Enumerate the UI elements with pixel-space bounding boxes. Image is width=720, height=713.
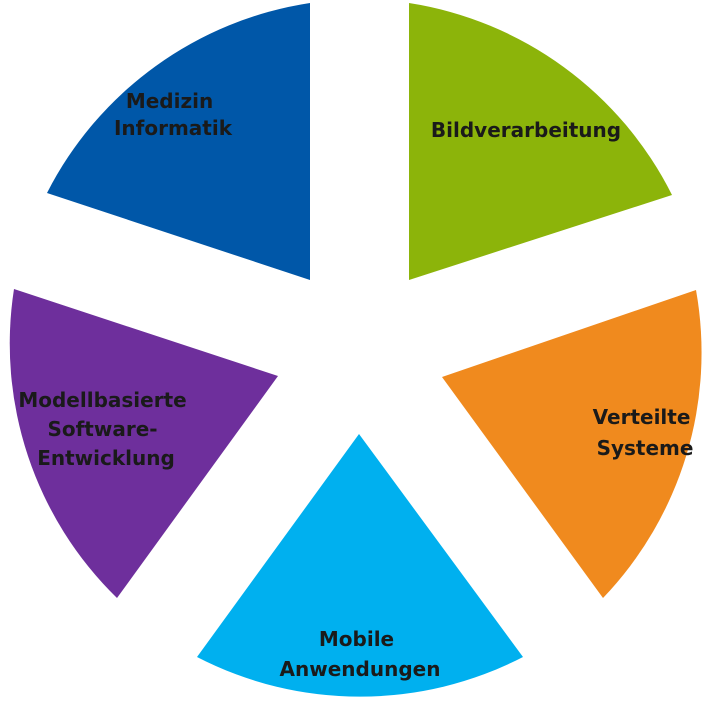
- segment-verteilte-systeme: Verteilte Systeme: [442, 290, 702, 598]
- segment-medizin-informatik-label: Medizin Informatik: [114, 89, 233, 140]
- segment-mobile-anwendungen-label-line-1: Mobile: [319, 627, 394, 651]
- segment-mobile-anwendungen: Mobile Anwendungen: [197, 434, 523, 697]
- segment-medizin-informatik-shape: [47, 3, 310, 280]
- segment-medizin-informatik: Medizin Informatik: [47, 3, 310, 280]
- segment-modellbasierte-software-entwicklung: Modellbasierte Software- Entwicklung: [9, 289, 279, 598]
- segment-modellbasierte-software-entwicklung-label-line-3: Entwicklung: [37, 446, 175, 470]
- segment-verteilte-systeme-shape: [442, 290, 702, 598]
- segment-bildverarbeitung-shape: [409, 3, 672, 280]
- segment-verteilte-systeme-label-line-1: Verteilte: [593, 405, 691, 429]
- segment-modellbasierte-software-entwicklung-label-line-2: Software-: [47, 417, 157, 441]
- segment-mobile-anwendungen-label-line-2: Anwendungen: [280, 657, 441, 681]
- segment-medizin-informatik-label-line-2: Informatik: [114, 116, 233, 140]
- segment-mobile-anwendungen-label: Mobile Anwendungen: [280, 627, 441, 681]
- segment-mobile-anwendungen-shape: [197, 434, 523, 697]
- segment-modellbasierte-software-entwicklung-shape: [9, 289, 279, 598]
- segment-modellbasierte-software-entwicklung-label: Modellbasierte Software- Entwicklung: [18, 388, 193, 470]
- segment-bildverarbeitung: Bildverarbeitung: [409, 3, 672, 280]
- segment-verteilte-systeme-label-line-2: Systeme: [597, 436, 694, 460]
- segment-bildverarbeitung-label: Bildverarbeitung: [431, 118, 621, 142]
- segment-medizin-informatik-label-line-1: Medizin: [126, 89, 213, 113]
- segment-verteilte-systeme-label: Verteilte Systeme: [593, 405, 698, 460]
- segment-modellbasierte-software-entwicklung-label-line-1: Modellbasierte: [18, 388, 186, 412]
- segment-bildverarbeitung-label-line-1: Bildverarbeitung: [431, 118, 621, 142]
